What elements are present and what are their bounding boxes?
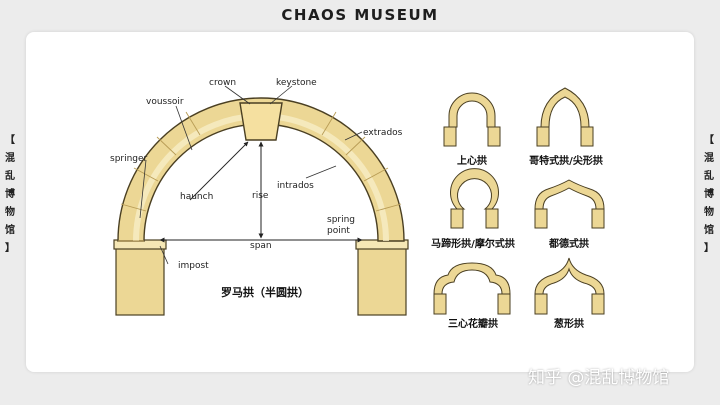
side-label-right: 【 混 乱 博 物 馆 】 xyxy=(704,135,714,254)
label-keystone: keystone xyxy=(276,78,317,88)
arch-type-trefoil xyxy=(433,262,511,315)
keystone-block xyxy=(239,102,283,141)
right-pier xyxy=(357,240,407,316)
main-arch-caption: 罗马拱（半圆拱） xyxy=(221,285,309,299)
arch-type-ogee xyxy=(534,257,605,315)
arch-label-tudor: 都德式拱 xyxy=(548,237,589,250)
arch-type-tudor xyxy=(534,179,605,229)
haunch-arrow xyxy=(189,141,249,201)
watermark: 知乎 @混乱博物馆 xyxy=(528,368,670,388)
label-crown: crown xyxy=(209,78,236,88)
left-pier xyxy=(115,240,165,316)
label-voussoir: voussoir xyxy=(146,97,184,107)
side-label-left: 【 混 乱 博 物 馆 】 xyxy=(5,135,15,254)
label-impost: impost xyxy=(178,261,209,271)
label-haunch: haunch xyxy=(180,192,213,202)
label-rise: rise xyxy=(252,191,269,201)
arch-type-horseshoe xyxy=(450,168,499,229)
label-springer: springer xyxy=(110,154,148,164)
arch-label-ogee: 葱形拱 xyxy=(554,317,584,330)
arch-type-stilted xyxy=(443,92,501,147)
arch-label-gothic: 哥特式拱/尖形拱 xyxy=(529,154,603,167)
label-extrados: extrados xyxy=(363,128,403,138)
arch-label-stilted: 上心拱 xyxy=(457,154,487,167)
arch-label-horseshoe: 马蹄形拱/摩尔式拱 xyxy=(431,237,515,250)
arch-ring xyxy=(117,97,405,242)
roman-arch xyxy=(113,97,409,316)
arch-type-gothic xyxy=(536,87,594,147)
label-intrados: intrados xyxy=(277,181,314,191)
label-spring-point-line2: point xyxy=(327,226,350,236)
label-spring-point-line1: spring xyxy=(327,215,355,225)
page-title: CHAOS MUSEUM xyxy=(281,6,439,24)
label-span: span xyxy=(250,241,272,251)
arch-label-trefoil: 三心花瓣拱 xyxy=(448,317,498,330)
